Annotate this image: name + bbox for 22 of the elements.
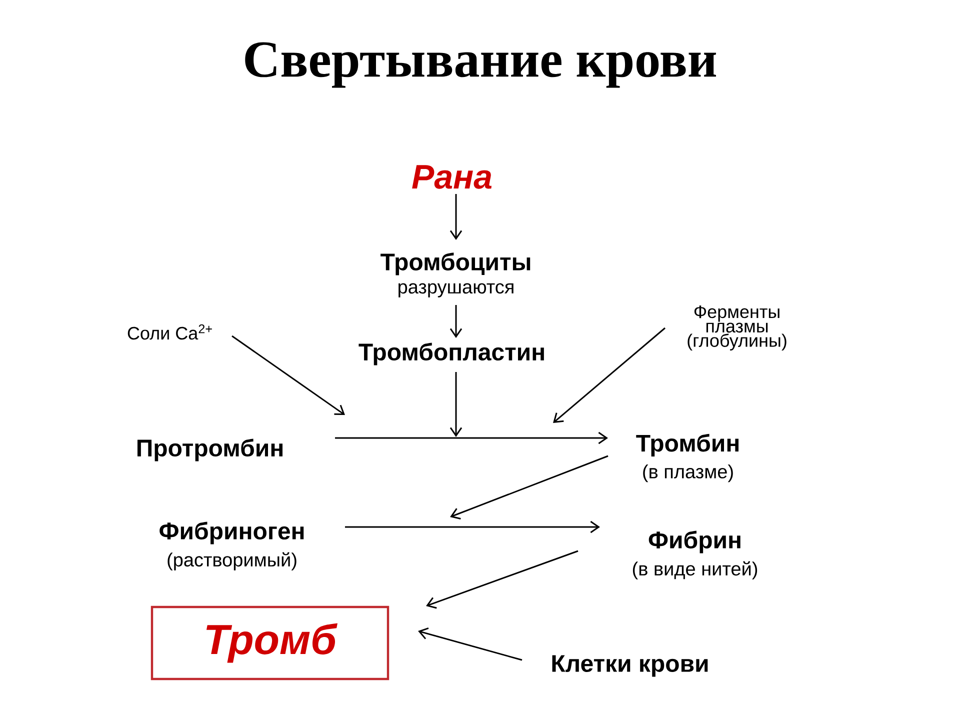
arrow: [450, 372, 462, 437]
arrow: [232, 335, 345, 415]
thromboplastin-label: Тромбопластин: [358, 342, 544, 366]
arrow: [450, 194, 462, 240]
blood-cells-label: Клетки крови: [552, 655, 708, 677]
calcium-label: Соли Ca$^{2+}$: [128, 324, 212, 340]
enzymes-label: Ферменты плазмы (глобулины): [688, 306, 786, 350]
prothrombin-label: Протромбин: [137, 438, 282, 462]
arrow: [345, 520, 600, 534]
fibrinogen-label: Фибриноген (растворимый): [160, 522, 304, 570]
arrow: [426, 550, 578, 609]
title: Свертывание крови: [245, 42, 716, 88]
arrow: [450, 305, 462, 338]
arrow: [335, 432, 608, 444]
arrow: [450, 455, 608, 520]
arrow: [418, 628, 522, 661]
thrombin-label: Тромбин (в плазме): [636, 434, 738, 482]
platelets-label: Тромбоциты разрушаются: [380, 252, 530, 298]
fibrin-label: Фибрин (в виде нитей): [632, 530, 758, 580]
wound-label: Рана: [412, 165, 492, 189]
arrow: [553, 327, 666, 423]
clot-box: Тромб: [150, 606, 390, 680]
